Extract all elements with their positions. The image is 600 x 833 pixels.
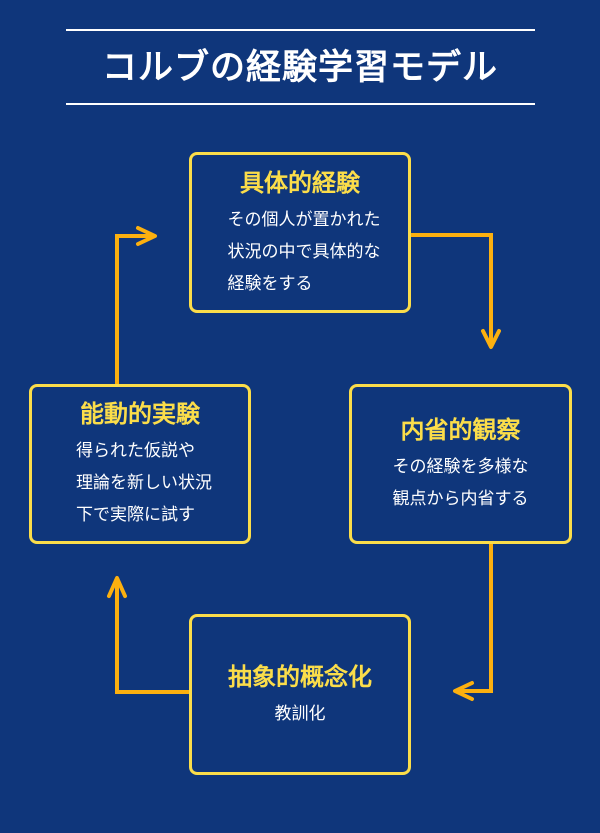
arrow-abstract-to-active [107, 576, 189, 694]
description-line: 得られた仮説や [76, 441, 195, 461]
arrowhead-right-icon [136, 226, 157, 246]
arrowhead-left-icon [453, 681, 474, 701]
stage-reflective-observation: 内省的観察 その経験を多様な 観点から内省する [349, 384, 572, 544]
stage-heading: 内省的観察 [400, 416, 521, 444]
stage-heading: 能動的実験 [80, 400, 200, 428]
stage-description: 得られた仮説や 理論を新しい状況 下で実際に試す [76, 435, 212, 531]
stage-description: その経験を多様な 観点から内省する [393, 451, 529, 515]
stage-active-experimentation: 能動的実験 得られた仮説や 理論を新しい状況 下で実際に試す [29, 384, 251, 544]
stage-heading: 具体的経験 [240, 168, 360, 197]
stage-description: 教訓化 [275, 698, 326, 730]
stage-description: その個人が置かれた 状況の中で具体的な 経験をする [228, 204, 381, 300]
stage-concrete-experience: 具体的経験 その個人が置かれた 状況の中で具体的な 経験をする [189, 152, 411, 313]
description-line: 教訓化 [274, 703, 326, 724]
stage-abstract-conceptualization: 抽象的概念化 教訓化 [189, 614, 411, 775]
arrow-active-to-concrete [115, 226, 157, 384]
description-line: その個人が置かれた [227, 209, 381, 230]
description-line: 状況の中で具体的な [227, 241, 381, 262]
description-line: 理論を新しい状況 [76, 473, 212, 493]
stage-heading: 抽象的概念化 [228, 662, 372, 691]
title-bottom-rule [66, 103, 535, 105]
description-line: 観点から内省する [392, 489, 529, 509]
title-top-rule [66, 29, 535, 31]
arrow-concrete-to-reflective [411, 233, 501, 349]
description-line: 経験をする [227, 273, 313, 294]
description-line: その経験を多様な [392, 457, 529, 477]
arrow-reflective-to-abstract [453, 544, 493, 701]
page-title: コルブの経験学習モデル [101, 48, 498, 88]
description-line: 下で実際に試す [76, 505, 195, 525]
arrowhead-up-icon [107, 576, 127, 598]
arrowhead-down-icon [481, 329, 501, 349]
